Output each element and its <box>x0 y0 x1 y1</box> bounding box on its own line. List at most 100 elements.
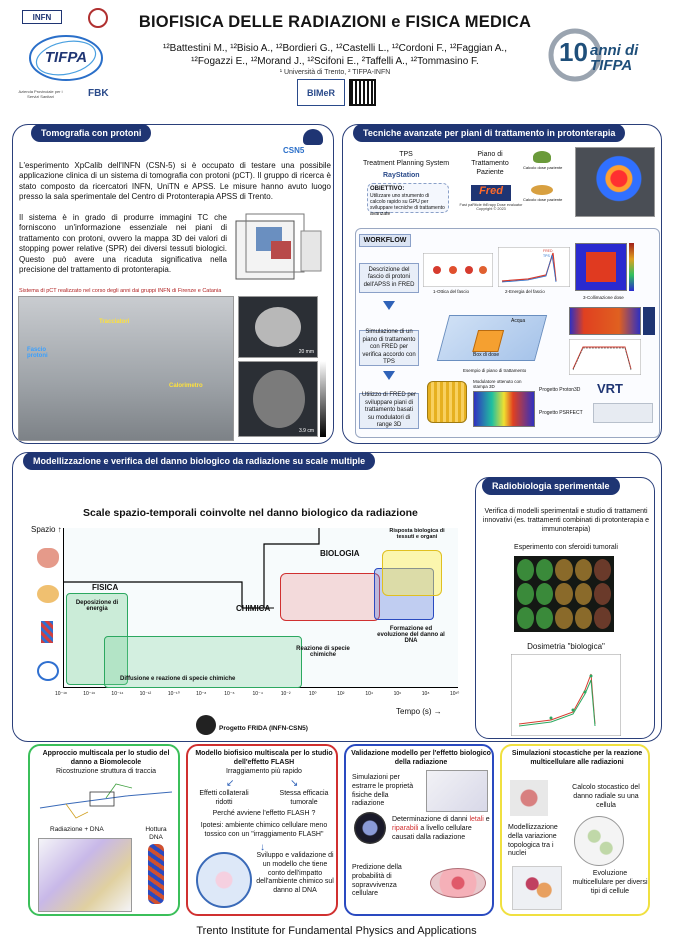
spr-grid-illustration <box>235 213 322 280</box>
anniversary-number: 10 <box>559 37 588 67</box>
biomolecules-panel: Approccio multiscala per lo studio del d… <box>28 744 180 916</box>
spheroid <box>517 583 535 605</box>
cell-icon <box>37 585 59 603</box>
fred-caption: Fast paRticle thErapy Dose evaluator Cop… <box>459 203 523 211</box>
vrt-logo: VRT <box>597 381 623 396</box>
time-tick-label: 10² <box>337 691 345 697</box>
spheroid <box>517 607 535 629</box>
petri-dish-image <box>430 868 486 898</box>
patient-dose-image <box>575 147 655 217</box>
dose-slow-label: Calcolo dose paziente <box>523 165 563 170</box>
modulator-dose-map <box>473 391 535 427</box>
label-biologia: BIOLOGIA <box>320 549 360 558</box>
legend-fred-line: FRED <box>543 249 553 253</box>
spheroids-title: Esperimento con sferoidi tumorali <box>514 544 618 551</box>
p3-damage-text-b: a livello cellulare causati dalla radiaz… <box>392 824 472 841</box>
objective-box: OBIETTIVO: Utilizzare uno strumento di c… <box>367 183 449 217</box>
time-tick-label: 10⁻¹⁶ <box>83 691 96 697</box>
axis-x-label: Tempo (s) → <box>396 707 442 716</box>
advanced-techniques-tab: Tecniche avanzate per piani di trattamen… <box>353 124 626 142</box>
plan-profile-chart <box>569 339 641 375</box>
diagram-title: Scale spazio-temporali coinvolte nel dan… <box>83 507 418 519</box>
pct-system-photo: Tracciatori Fascio protoni Calorimetro <box>18 296 234 441</box>
p2-development: Sviluppo e validazione di un modello che… <box>256 852 334 894</box>
anniversary-text: anni di TIFPA <box>590 42 639 74</box>
time-tick-label: 10⁻⁴ <box>252 691 263 697</box>
dna-icon <box>41 621 53 643</box>
flash-arrow-right-icon: ↘ <box>290 778 299 789</box>
dosimetry-chart <box>511 654 621 736</box>
time-tick-label: 10⁻¹⁰ <box>167 691 180 697</box>
tracker-label: Tracciatori <box>99 319 130 325</box>
beam-label: Fascio protoni <box>27 347 48 359</box>
physics-region <box>66 593 128 685</box>
time-tick-label: 10⁻¹² <box>139 691 152 697</box>
workflow-arrow-1 <box>383 301 395 310</box>
frida-project: Progetto FRIDA (INFN-CSN5) <box>219 725 308 732</box>
calorimeter-label: Calorimetro <box>169 383 203 389</box>
cell-nucleus-image <box>354 812 386 844</box>
pct-scan-image-2: 3.9 cm <box>238 361 318 437</box>
raystation-logo: RayStation <box>383 172 420 179</box>
spheroid <box>555 607 573 629</box>
time-tick-label: 10⁴ <box>365 691 374 697</box>
range-modulator-image <box>427 381 467 423</box>
label-chimica: CHIMICA <box>236 604 271 613</box>
flash-panel: Modello biofisico multiscala per lo stud… <box>186 744 338 916</box>
anniversary-ring-icon <box>548 28 602 82</box>
fred-logo: Fred <box>471 185 511 201</box>
time-tick-label: 10⁻⁸ <box>196 691 207 697</box>
validation-panel: Validazione modello per l'effetto biolog… <box>344 744 494 916</box>
p4-model: Modellizzazione della variazione topolog… <box>508 824 558 858</box>
p2-subtitle: Irraggiamento più rapido <box>226 768 302 775</box>
spheroid <box>593 583 611 605</box>
time-tick-label: 10⁸ <box>421 691 430 697</box>
authors-line-1: ¹²Battestini M., ¹²Bisio A., ¹²Bordieri … <box>163 43 507 54</box>
affiliations: ¹ Università di Trento, ² TIFPA-INFN <box>279 69 391 76</box>
spheroid <box>593 559 611 581</box>
advanced-techniques-panel: Tecniche avanzate per piani di trattamen… <box>342 124 662 444</box>
label-formazione: Formazione ed evoluzione del danno al DN… <box>377 626 445 644</box>
p2-left-effect: Effetti collaterali ridotti <box>199 790 249 806</box>
p1-label-dna-break: Hottura DNA <box>145 826 167 842</box>
objective-text: Utilizzare uno strumento di calcolo rapi… <box>370 193 445 218</box>
radiobiology-intro: Verifica di modelli sperimentali e studi… <box>482 508 650 533</box>
phantom-shape-2 <box>253 370 305 428</box>
dose-collimation-map <box>575 243 627 291</box>
dose-box-shape <box>472 330 505 352</box>
dna-radiation-image <box>38 838 132 912</box>
p2-right-effect: Stessa efficacia tumorale <box>279 790 329 806</box>
spheroids-image-grid <box>514 556 614 632</box>
proton-tomography-tab: Tomografia con protoni <box>31 124 152 142</box>
spheroid <box>555 559 573 581</box>
time-tick-label: 10¹⁰ <box>450 691 460 697</box>
tifpa-logo-text: TIFPA <box>44 49 88 66</box>
spheroid <box>574 583 592 605</box>
spheroid <box>536 583 554 605</box>
chemical-region <box>280 573 380 621</box>
time-tick-label: 10⁻¹⁴ <box>111 691 124 697</box>
dose-fast-label: Calcolo dose paziente <box>523 197 563 202</box>
track-structure-image <box>39 783 173 819</box>
chart1-caption: 1-Ottica del fascio <box>433 289 470 294</box>
axis-y-label: Spazio ↑ <box>31 525 62 534</box>
diffusion-region <box>104 636 302 688</box>
p3-damage: Determinazione di danni letali e riparab… <box>392 816 492 842</box>
stochastic-panel: Simulazioni stocastiche per la reazione … <box>500 744 650 916</box>
modelling-tab: Modellizzazione e verifica del danno bio… <box>23 452 376 470</box>
spheroid <box>555 583 573 605</box>
tifpa-swirl-icon <box>29 35 103 81</box>
p3-simulation: Simulazioni per estrarre le proprietà fi… <box>352 774 414 808</box>
scale-bar-2: 3.9 cm <box>298 428 314 434</box>
poster-header: INFN TIFPA Azienda Provinciale per i Ser… <box>0 0 673 115</box>
funding-logos <box>593 403 653 423</box>
p1-subtitle: Ricostruzione struttura di traccia <box>56 768 156 775</box>
dna-damage-region <box>374 568 434 620</box>
dose-colorbar <box>629 243 634 291</box>
project-psrfect: Progetto PSRFECT <box>539 410 583 416</box>
university-seal-icon <box>88 8 108 28</box>
spheroid <box>593 607 611 629</box>
spheroid <box>574 607 592 629</box>
p2-hypothesis: Ipotesi: ambiente chimico cellulare meno… <box>200 822 328 838</box>
